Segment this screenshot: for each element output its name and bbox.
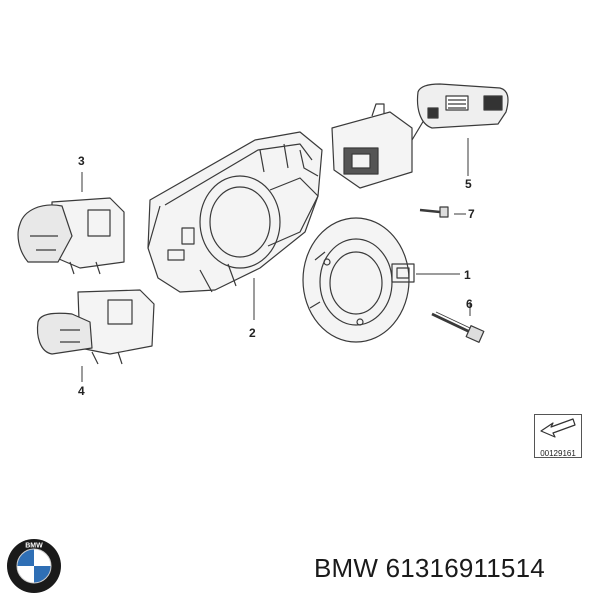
part-6-bolt <box>431 311 485 343</box>
part-number-label: BMW 61316911514 <box>314 553 545 583</box>
callout-4: 4 <box>78 384 85 398</box>
part-7-screw <box>419 206 449 218</box>
bmw-logo: BMW <box>7 539 61 593</box>
leader-lines <box>81 138 471 382</box>
callout-6: 6 <box>466 297 473 311</box>
arrow-icon <box>540 418 576 438</box>
part-2-switch-housing <box>147 131 323 293</box>
part-5-cruise-control-lever <box>331 83 509 189</box>
callout-7: 7 <box>468 207 475 221</box>
callout-3: 3 <box>78 154 85 168</box>
part-3-turn-signal-switch <box>17 197 125 275</box>
reference-code: 00129161 <box>540 449 576 458</box>
part-1-slip-ring <box>302 217 415 343</box>
callout-5: 5 <box>465 177 472 191</box>
reference-box <box>534 414 582 458</box>
part-4-wiper-switch <box>36 289 155 365</box>
logo-letters: BMW <box>25 543 43 550</box>
callout-2: 2 <box>249 326 256 340</box>
callout-1: 1 <box>464 268 471 282</box>
